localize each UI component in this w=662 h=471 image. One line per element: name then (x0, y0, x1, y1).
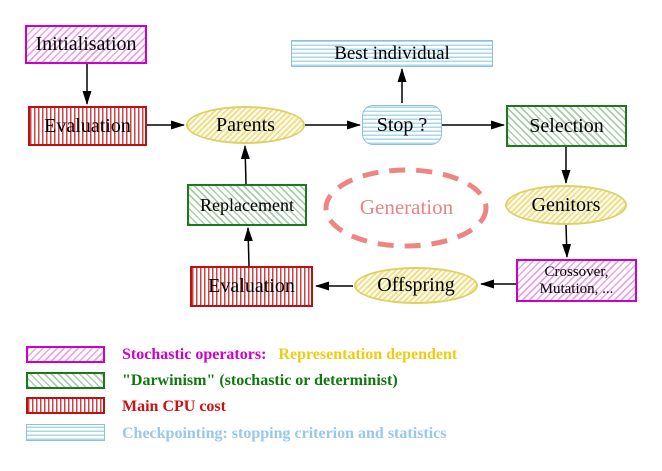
node-best-individual-label: Best individual (334, 42, 450, 64)
node-replacement-label: Replacement (200, 194, 294, 215)
node-parents-label: Parents (216, 113, 275, 136)
node-genitors: Genitors (505, 185, 627, 225)
node-initialisation: Initialisation (25, 25, 147, 64)
arrow-evaluation-to-replacement (243, 227, 253, 267)
legend-label-stochastic-operators: Stochastic operators: (122, 346, 267, 363)
node-offspring-label: Offspring (377, 274, 455, 296)
legend-text-darwinism: "Darwinism" (stochastic or determinist) (122, 372, 398, 389)
node-stop-label: Stop ? (376, 113, 428, 136)
legend-text-main-cpu-cost: Main CPU cost (122, 398, 226, 415)
legend-swatch-stochastic-operators (26, 346, 105, 363)
node-selection-label: Selection (529, 114, 604, 137)
node-evaluation-top: Evaluation (28, 106, 147, 146)
node-genitors-label: Genitors (531, 193, 601, 216)
node-parents: Parents (186, 106, 305, 144)
node-evaluation-bottom: Evaluation (190, 266, 313, 307)
node-crossover-mutation: Crossover, Mutation, ... (516, 259, 637, 302)
arrow-genitors-to-crossover (562, 224, 572, 258)
legend-swatch-checkpointing (26, 424, 105, 441)
node-offspring: Offspring (354, 267, 478, 304)
generation-label: Generation (359, 195, 454, 219)
node-stop: Stop ? (362, 105, 442, 145)
node-evaluation-top-label: Evaluation (44, 114, 131, 137)
node-replacement: Replacement (187, 184, 307, 226)
node-evaluation-bottom-label: Evaluation (208, 275, 295, 297)
node-crossover-label-line1: Crossover, (544, 263, 609, 280)
node-best-individual: Best individual (291, 40, 493, 67)
arrow-replacement-to-parents (240, 145, 250, 185)
legend-swatch-main-cpu-cost (26, 397, 105, 414)
legend-text-checkpointing: Checkpointing: stopping criterion and st… (122, 425, 447, 442)
node-selection: Selection (506, 105, 627, 147)
legend-text-stochastic-operators: Stochastic operators: Representation dep… (122, 346, 457, 364)
node-crossover-label-line2: Mutation, ... (539, 280, 614, 297)
legend-swatch-darwinism (26, 372, 105, 389)
legend-label-representation-dependent: Representation dependent (278, 346, 458, 363)
node-initialisation-label: Initialisation (35, 33, 137, 55)
